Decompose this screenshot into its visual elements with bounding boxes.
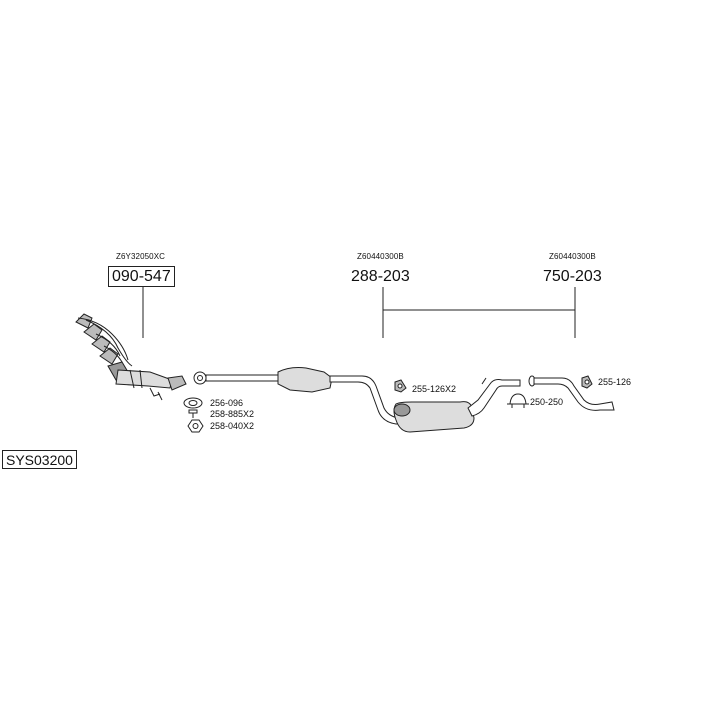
bolt-label[interactable]: 258-885X2 (210, 409, 255, 419)
part-number-button[interactable]: 090-547 (108, 266, 175, 287)
bolt-drawing (188, 409, 198, 418)
oem-number: Z6Y32050XC (116, 252, 166, 261)
nut-label[interactable]: 258-040X2 (210, 421, 255, 431)
clamp-drawing (507, 393, 529, 408)
rubber-mount-drawing-1 (394, 379, 407, 393)
rubber-mount-drawing-2 (581, 375, 593, 389)
oem-number: Z60440300B (549, 252, 596, 261)
part-number-link[interactable]: 288-203 (351, 268, 410, 285)
exhaust-manifold-drawing (75, 313, 187, 401)
rubber-mount-label[interactable]: 255-126X2 (412, 384, 457, 394)
system-code-label: SYS03200 (2, 450, 77, 469)
rubber-mount-label[interactable]: 255-126 (598, 377, 632, 387)
part-number-link[interactable]: 750-203 (543, 268, 602, 285)
nut-drawing (187, 419, 204, 433)
tail-pipe-drawing (528, 375, 615, 411)
gasket-drawing (183, 397, 203, 409)
rear-silencer-drawing (393, 377, 521, 433)
gasket-label[interactable]: 256-096 (210, 398, 244, 408)
front-flange-drawing (193, 371, 207, 385)
clamp-label[interactable]: 250-250 (530, 397, 564, 407)
oem-number: Z60440300B (357, 252, 404, 261)
